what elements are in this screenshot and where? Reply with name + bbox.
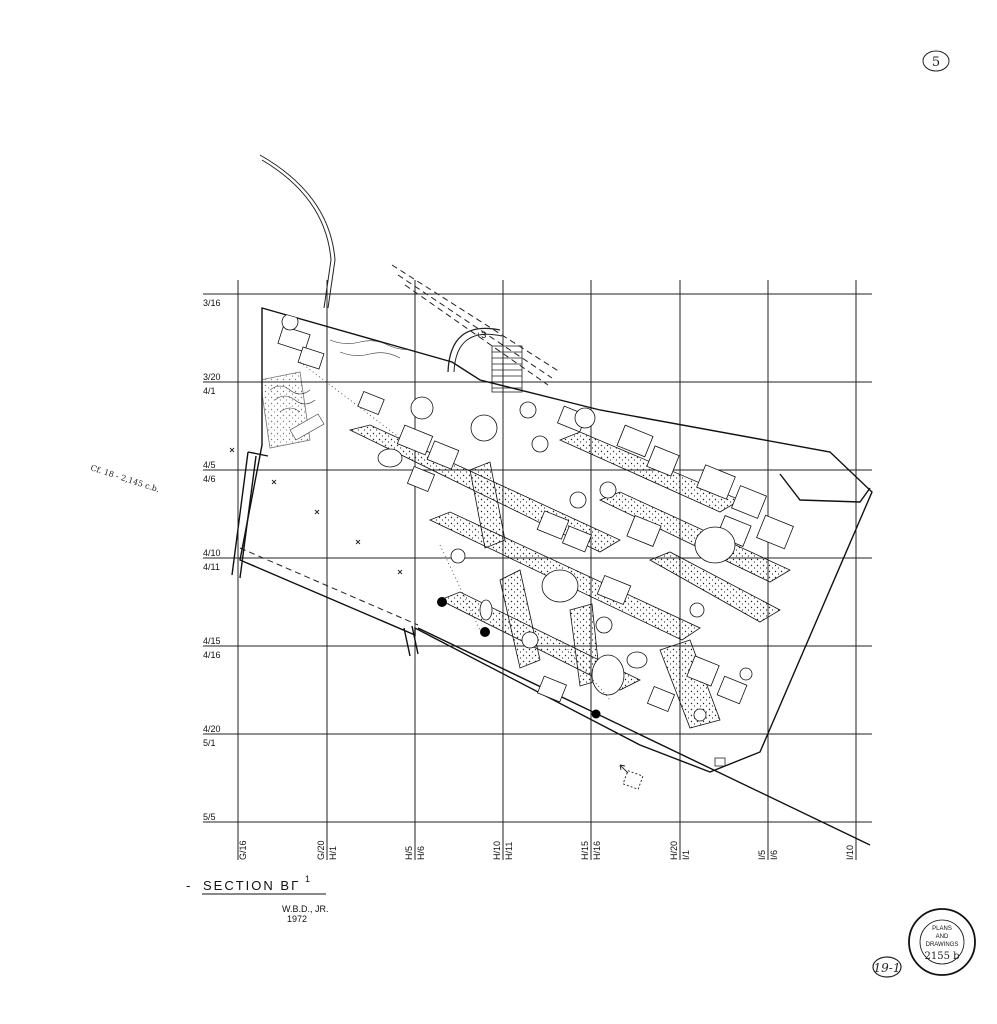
col-label: H/1 — [328, 846, 338, 860]
col-label: H/16 — [592, 841, 602, 860]
dotted-square-marker — [619, 764, 644, 790]
col-label: H/20 — [669, 841, 679, 860]
col-label: G/16 — [238, 840, 248, 860]
svg-text:5: 5 — [932, 55, 940, 70]
elevation-label: +3 — [476, 330, 486, 340]
col-label: H/15 — [580, 841, 590, 860]
row-label: 4/1 — [203, 386, 216, 396]
row-label: 4/5 — [203, 460, 216, 470]
plate-mark: 19-1 — [872, 956, 902, 978]
margin-note: Cf. 18 - 2,145 c.b. — [89, 463, 160, 494]
col-label: I/1 — [681, 850, 691, 860]
col-label: H/11 — [504, 842, 514, 860]
row-label: 4/16 — [203, 650, 221, 660]
dashed-lines — [239, 264, 561, 626]
col-label: I/10 — [845, 845, 855, 860]
row-label: 4/6 — [203, 474, 216, 484]
title: SECTION BΓ — [203, 878, 300, 893]
drain-curve — [259, 154, 336, 309]
col-label: H/10 — [492, 841, 502, 860]
col-label: H/5 — [404, 846, 414, 860]
wall-structures — [259, 313, 794, 729]
row-label: 5/1 — [203, 738, 216, 748]
section-markers — [437, 597, 601, 719]
col-label: I/6 — [769, 850, 779, 860]
row-label: 5/5 — [203, 812, 216, 822]
row-label: 4/15 — [203, 636, 221, 646]
svg-text:AND: AND — [936, 934, 949, 940]
title-block: - SECTION BΓ 1 W.B.D., JR. 1972 — [186, 874, 329, 924]
col-label: H/6 — [416, 846, 426, 860]
svg-text:DRAWINGS: DRAWINGS — [926, 942, 959, 948]
stamp-number: 2155 b — [924, 951, 959, 962]
column-labels: G/16 G/20 H/1 H/5 H/6 H/10 H/11 H/15 H/1… — [238, 840, 855, 860]
title-superscript: 1 — [305, 874, 310, 884]
sheet-number: 5 — [922, 50, 950, 72]
svg-text:19-1: 19-1 — [874, 961, 901, 975]
title-dash: - — [186, 878, 192, 893]
archive-stamp: PLANS AND DRAWINGS 2155 b — [908, 908, 976, 976]
excavation-outline — [231, 307, 873, 846]
row-label: 3/16 — [203, 298, 221, 308]
author: W.B.D., JR. — [282, 904, 329, 914]
svg-text:PLANS: PLANS — [932, 926, 952, 932]
row-labels: 3/16 3/20 4/1 4/5 4/6 4/10 4/11 4/15 4/1… — [203, 298, 221, 822]
row-label: 4/20 — [203, 724, 221, 734]
row-label: 4/11 — [203, 562, 220, 572]
survey-crosses — [229, 447, 403, 575]
col-label: G/20 — [316, 840, 326, 860]
year: 1972 — [287, 914, 307, 924]
steps — [491, 345, 523, 393]
col-label: I/5 — [757, 850, 767, 860]
small-structure — [714, 757, 726, 767]
row-label: 4/10 — [203, 548, 221, 558]
row-label: 3/20 — [203, 372, 221, 382]
